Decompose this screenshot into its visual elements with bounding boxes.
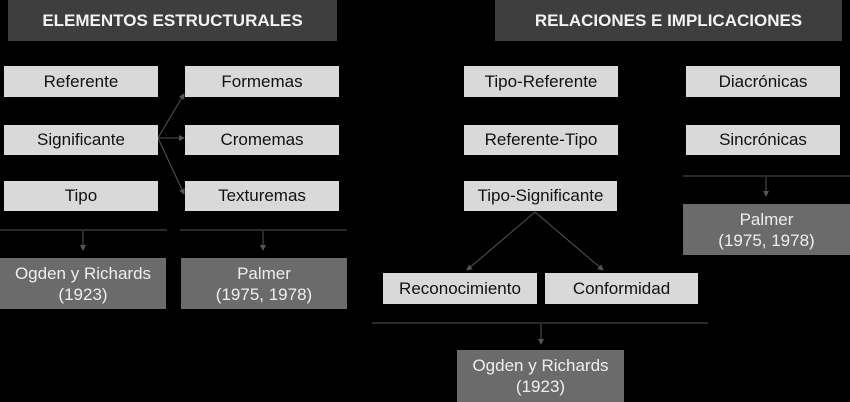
- box-tipo-referente: Tipo-Referente: [464, 66, 618, 97]
- reference-year: (1975, 1978): [215, 284, 313, 304]
- box-referente-tipo: Referente-Tipo: [464, 125, 618, 155]
- reference-ogden-richards: Ogden y Richards (1923): [457, 350, 624, 402]
- arrow-tipo-reconocimiento: [466, 211, 536, 271]
- arrow-significante-formemas: [157, 93, 185, 139]
- header-elementos-estructurales: ELEMENTOS ESTRUCTURALES: [8, 0, 337, 41]
- reference-palmer: Palmer (1975, 1978): [683, 204, 850, 255]
- box-reconocimiento: Reconocimiento: [383, 273, 537, 304]
- box-cromemas: Cromemas: [185, 125, 339, 155]
- reference-ogden-richards: Ogden y Richards (1923): [0, 258, 166, 309]
- box-significante: Significante: [4, 125, 158, 155]
- reference-year: (1975, 1978): [718, 230, 815, 250]
- reference-author: Palmer: [237, 263, 291, 283]
- box-conformidad: Conformidad: [545, 273, 698, 304]
- arrow-tipo-conformidad: [534, 211, 604, 271]
- reference-year: (1923): [515, 377, 566, 396]
- reference-author: Ogden y Richards: [472, 356, 609, 375]
- arrow-significante-texturemas: [157, 137, 185, 195]
- header-relaciones-implicaciones: RELACIONES E IMPLICACIONES: [495, 0, 842, 41]
- reference-author: Palmer: [739, 209, 794, 229]
- box-diacronicas: Diacrónicas: [686, 66, 840, 97]
- reference-palmer: Palmer (1975, 1978): [181, 258, 347, 309]
- reference-year: (1923): [58, 284, 108, 304]
- box-tipo: Tipo: [4, 181, 158, 211]
- box-tipo-significante: Tipo-Significante: [464, 181, 617, 211]
- box-formemas: Formemas: [185, 66, 339, 97]
- box-sincronicas: Sincrónicas: [686, 125, 840, 155]
- box-texturemas: Texturemas: [185, 181, 339, 211]
- box-referente: Referente: [4, 66, 158, 97]
- reference-author: Ogden y Richards: [14, 263, 152, 283]
